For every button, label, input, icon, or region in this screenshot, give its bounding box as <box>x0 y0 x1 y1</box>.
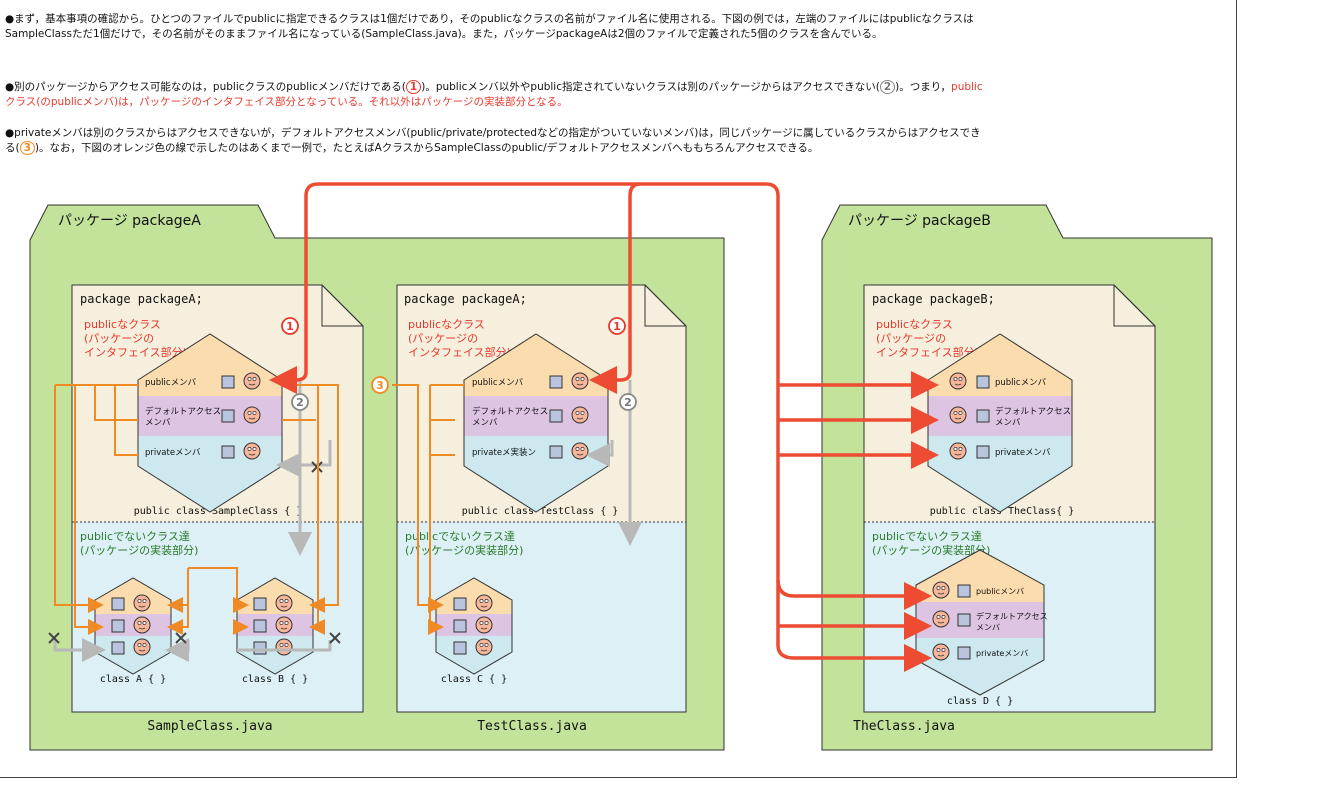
svg-text:2: 2 <box>624 396 632 409</box>
sample-member-default-2: メンバ <box>145 418 171 428</box>
sample-member-public: publicメンバ <box>145 378 197 388</box>
sample-member-private: privateメンバ <box>145 448 201 458</box>
page-frame <box>0 0 1237 778</box>
diagram-marker-2-left: 2 <box>291 393 309 411</box>
d-member-default-1: デフォルトアクセス <box>976 611 1048 621</box>
test-member-default-2: メンバ <box>472 418 498 428</box>
test-public-title-2: (パッケージの <box>408 332 478 345</box>
diagram-marker-2-right: 2 <box>619 393 637 411</box>
d-member-public: publicメンバ <box>976 587 1024 596</box>
class-d-label: class D { } <box>947 696 1013 707</box>
the-member-default-1: デフォルトアクセス <box>995 406 1071 417</box>
test-member-private: privateメ実装ン <box>472 447 536 458</box>
orange-access-lines <box>54 384 464 635</box>
sample-nonpublic-title-2: (パッケージの実装部分) <box>80 543 198 557</box>
sample-nonpublic-title-1: publicでないクラス達 <box>80 530 190 543</box>
sample-member-default-1: デフォルトアクセス <box>145 406 221 417</box>
sample-class-decl: public class SampleClass { } <box>134 506 303 517</box>
the-nonpublic-title-2: (パッケージの実装部分) <box>872 543 990 557</box>
the-public-title-1: publicなクラス <box>876 318 953 331</box>
the-member-default-2: メンバ <box>995 418 1021 428</box>
test-class-decl: public class TestClass { } <box>462 506 619 517</box>
diagram-marker-1-right: 1 <box>608 317 626 335</box>
sample-package-decl: package packageA; <box>80 292 203 306</box>
test-public-title-1: publicなクラス <box>408 318 485 331</box>
sample-public-title-3: インタフェイス部分) <box>84 345 187 359</box>
test-filename: TestClass.java <box>477 719 587 734</box>
diagram-marker-1-left: 1 <box>281 317 299 335</box>
intro-paragraph-2: ●別のパッケージからアクセス可能なのは，publicクラスのpublicメンバだ… <box>5 80 983 108</box>
the-filename: TheClass.java <box>853 719 955 734</box>
circle-2-badge: 2 <box>879 80 896 94</box>
the-class-hexagon: publicメンバ デフォルトアクセス メンバ privateメンバ <box>927 333 1073 513</box>
the-public-title-3: インタフェイス部分) <box>876 345 979 359</box>
the-class-decl: public class TheClass{ } <box>930 506 1075 517</box>
d-member-private: privateメンバ <box>976 649 1028 658</box>
class-b-label: class B { } <box>242 674 308 685</box>
red-access-lines <box>269 182 939 672</box>
the-package-decl: package packageB; <box>872 292 995 306</box>
test-nonpublic-title-1: publicでないクラス達 <box>405 530 515 543</box>
intro-paragraph-3: ●privateメンバは別のクラスからはアクセスできないが，デフォルトアクセスメ… <box>5 127 981 155</box>
the-member-public: publicメンバ <box>995 378 1047 388</box>
package-b-label: パッケージ packageB <box>848 213 991 229</box>
the-member-private: privateメンバ <box>995 448 1051 458</box>
class-a-label: class A { } <box>100 674 166 685</box>
svg-text:3: 3 <box>376 379 384 392</box>
sample-public-title-1: publicなクラス <box>84 318 161 331</box>
sample-class-hexagon: publicメンバ デフォルトアクセス メンバ privateメンバ <box>137 333 283 513</box>
the-nonpublic-title-1: publicでないクラス達 <box>872 530 982 543</box>
test-member-public: publicメンバ <box>472 378 524 388</box>
package-a-label: パッケージ packageA <box>58 213 201 229</box>
d-member-default-2: メンバ <box>976 623 1000 632</box>
circle-1-badge: 1 <box>405 80 422 94</box>
svg-text:1: 1 <box>286 320 294 333</box>
svg-text:2: 2 <box>296 396 304 409</box>
svg-text:1: 1 <box>613 320 621 333</box>
test-nonpublic-title-2: (パッケージの実装部分) <box>405 543 523 557</box>
sample-filename: SampleClass.java <box>147 719 272 734</box>
test-package-decl: package packageA; <box>404 292 527 306</box>
sample-public-title-2: (パッケージの <box>84 332 154 345</box>
class-c-label: class C { } <box>441 674 507 685</box>
intro-paragraph-1: ●まず，基本事項の確認から。ひとつのファイルでpublicに指定できるクラスは1… <box>5 13 974 40</box>
test-public-title-3: インタフェイス部分) <box>408 345 511 359</box>
the-public-title-2: (パッケージの <box>876 332 946 345</box>
diagram-marker-3: 3 <box>371 376 389 394</box>
circle-3-badge: 3 <box>19 141 35 155</box>
test-member-default-1: デフォルトアクセス <box>472 406 548 417</box>
